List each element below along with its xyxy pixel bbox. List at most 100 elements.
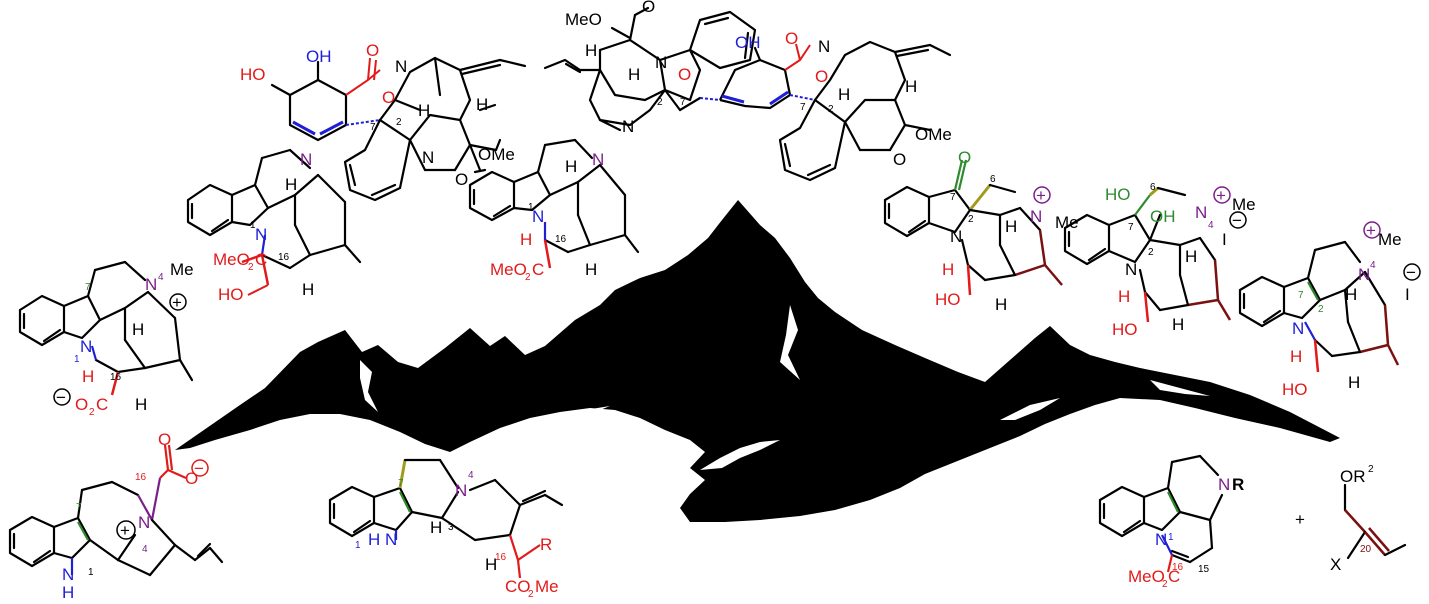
m2-n1: N [655,53,667,72]
m7-ho2: HO [1112,320,1138,339]
m9-n4: N [138,513,150,532]
molecule-1: OH HO O O N N H H 7 2 OMe O [240,41,527,202]
m6-plus: + [1036,186,1046,205]
m7-n4-num: 4 [1208,220,1214,231]
m11-n16: 16 [1172,562,1184,573]
m2-h1: H [585,41,597,60]
molecule-4: N N 1 H 16 H MeO 2 C H [468,138,640,283]
m7-h2: H [1172,315,1184,334]
m8-ho: HO [1282,380,1308,399]
m9-plus-circle [116,520,136,540]
m7-n7: 7 [1128,222,1134,233]
m11-meo-sub: 2 [1162,579,1168,590]
m5-h16: H [82,367,94,386]
m2-h4: H [905,77,917,96]
m8-i: I [1405,285,1410,304]
m6-n-plus: N [1030,207,1042,226]
m11-n1-num: 1 [1168,532,1174,543]
m9-h-nh: H [62,583,74,602]
m9-n4-num: 4 [142,544,148,555]
m2-h2: H [628,65,640,84]
m2-meo: MeO [565,10,602,29]
molecule-9: O O − 16 7 + N 4 N H 1 [8,430,224,602]
molecule-8: Me + N 4 I − 7 2 N H H HO H [1238,221,1421,399]
m5-h2: H [135,395,147,414]
m1-n-bottom: N [422,148,434,167]
m8-plus-circle [1363,221,1381,239]
m7-n4: N [1195,203,1207,222]
m3-n-top: N [300,150,312,169]
molecule-2: MeO O OH O H H H N N N O O 2 7 7 2 H OMe… [543,0,952,182]
m4-n1: N [532,207,544,226]
m5-plus: + [172,293,182,312]
reagent-or-sup: 2 [1368,464,1374,475]
m6-n7: 7 [950,192,956,203]
reagent-x: X [1330,555,1341,574]
m5-n4: N [145,275,157,294]
m10-n4-num: 4 [468,470,474,481]
m6-ho: HO [935,290,961,309]
molecule-7: HO 6 OH 7 2 N 4 + Me I − N H H HO H [1063,182,1256,339]
m9-minus-circle [191,459,209,477]
m8-me: Me [1378,230,1402,249]
m6-n1: N [950,227,962,246]
m1-h1: H [418,101,430,120]
m2-ring-o1: O [678,65,691,84]
m11-meo-c: C [1168,567,1180,586]
m1-ome: OMe [478,145,515,164]
m10-h: H [485,555,497,574]
m6-n2: 2 [968,214,974,225]
m5-o2c-o: O [75,395,88,414]
m3-ho: HO [218,285,244,304]
m4-meo-c: C [532,260,544,279]
m8-minus: − [1406,263,1416,282]
m9-plus: + [120,521,130,540]
m1-oh-label: OH [306,47,332,66]
m9-n1-num: 1 [88,567,94,578]
m4-n16: 16 [555,234,567,245]
m3-meo-c: C [255,250,267,269]
m1-ho-label: HO [240,65,266,84]
m10-n7: 7 [398,478,404,489]
m5-minus-circle [53,388,71,406]
m8-n2: 2 [1318,304,1324,315]
m9-minus: − [194,459,204,478]
m1-h2: H [476,95,488,114]
m8-minus-circle [1403,263,1421,281]
m7-h: H [1185,247,1197,266]
m9-n1: N [62,565,74,584]
m7-oh: OH [1150,207,1176,226]
m6-me: Me [1055,213,1079,232]
m2-oh: OH [735,33,761,52]
m11-r: R [1232,475,1244,494]
m2-n2b: 2 [828,104,834,115]
m8-plus: + [1366,221,1376,240]
m1-ring-o: O [382,88,395,107]
m2-ring-o2: O [815,67,828,86]
molecule-5: 7 N 4 Me + N 1 H 16 − O 2 C H H [18,260,194,418]
m2-n7a: 7 [680,97,686,108]
reagent-or: OR [1340,467,1366,486]
m7-me: Me [1232,195,1256,214]
m7-n1: N [1125,260,1137,279]
m1-n2: 2 [396,117,402,128]
m9-n7: 7 [76,502,82,513]
m2-ome: OMe [915,125,952,144]
m8-n4: N [1358,265,1370,284]
m1-ester-o: O [455,170,468,189]
m1-carbonyl-o: O [366,41,379,60]
molecule-11: N R N 1 MeO 2 C 16 15 [1098,454,1244,590]
m3-h2: H [302,280,314,299]
m5-o2c-sub: 2 [89,407,95,418]
m5-n1: N [80,337,92,356]
m10-n1: N [385,530,397,549]
m10-n16: 16 [495,552,507,563]
m11-n15: 15 [1198,564,1210,575]
m8-n4-num: 4 [1370,260,1376,271]
m5-plus-circle [169,293,187,311]
m4-h: H [565,157,577,176]
m5-o2c-c: C [96,395,108,414]
m3-n16: 16 [278,252,290,263]
mountain-range-silhouette [175,200,1340,522]
